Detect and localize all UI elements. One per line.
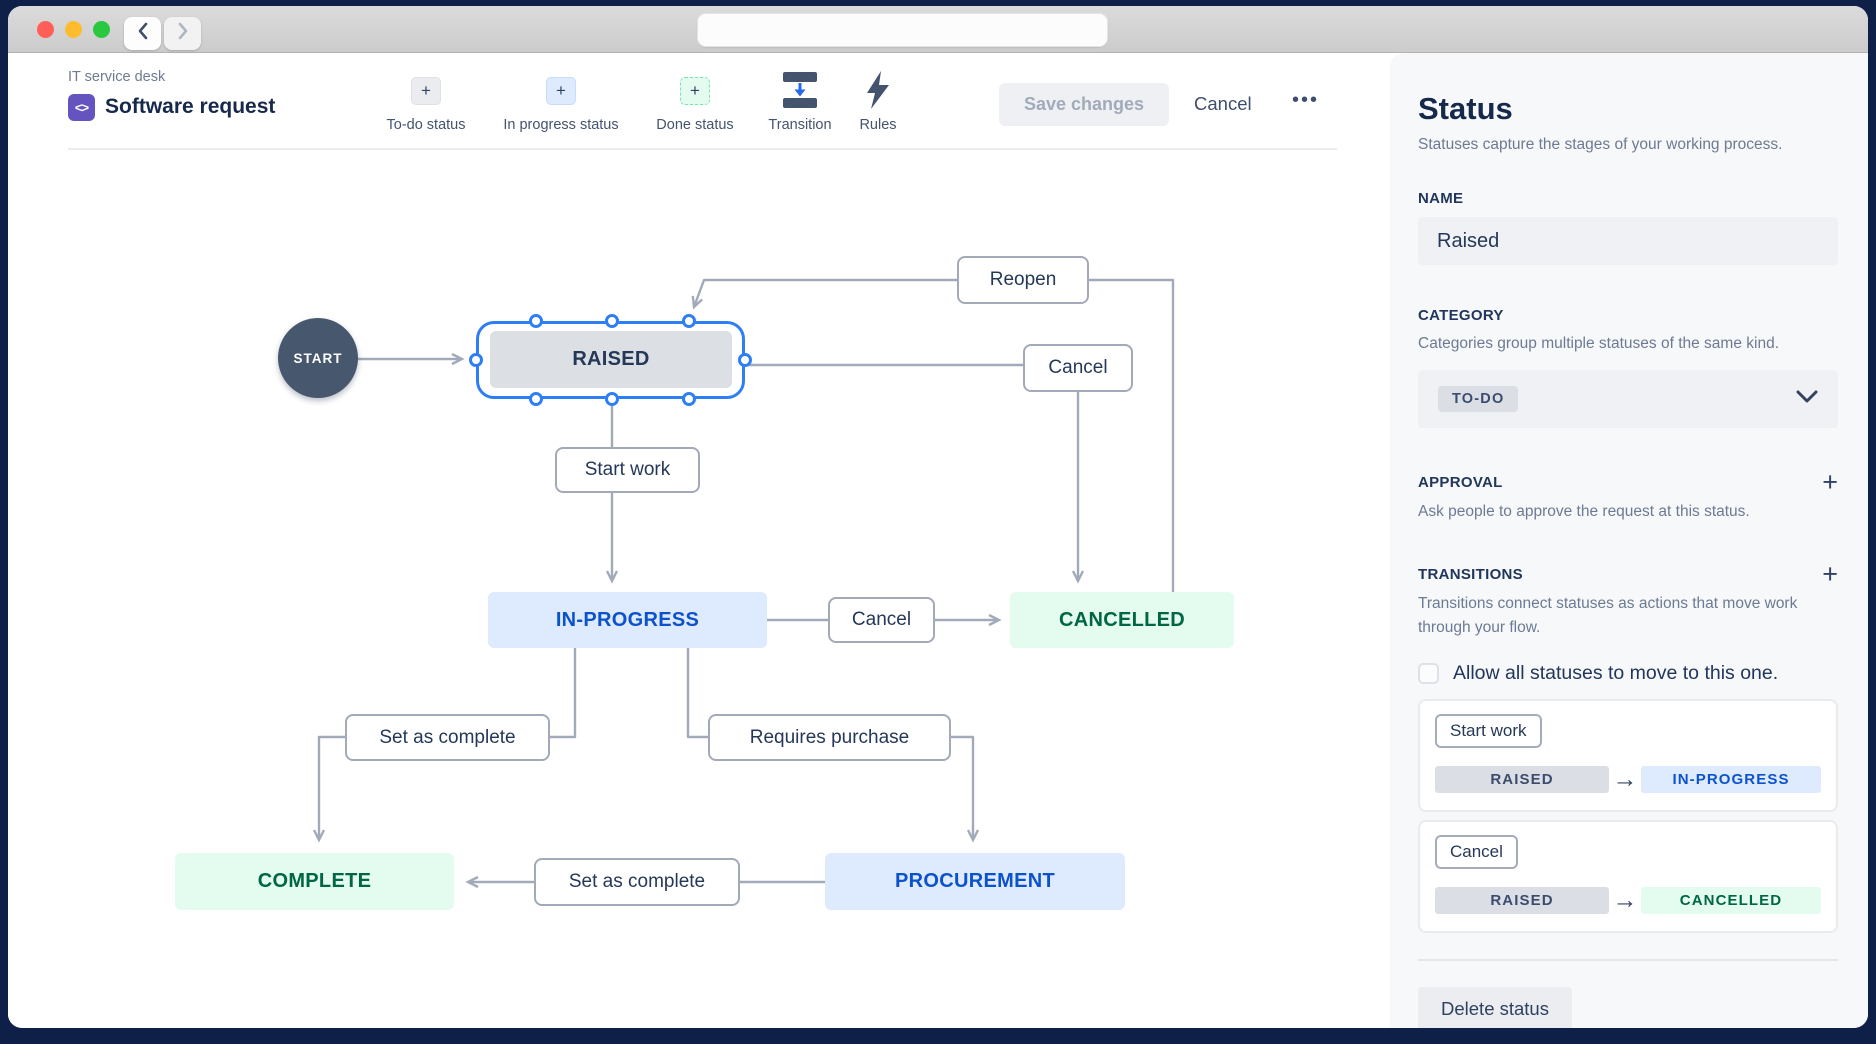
traffic-lights bbox=[37, 21, 110, 38]
close-window-button[interactable] bbox=[37, 21, 54, 38]
category-label: CATEGORY bbox=[1418, 307, 1504, 324]
transition-icon bbox=[782, 70, 818, 115]
category-description: Categories group multiple statuses of th… bbox=[1418, 335, 1779, 352]
from-status-chip: RAISED bbox=[1435, 766, 1609, 794]
panel-divider bbox=[1418, 959, 1838, 962]
add-inprogress-status-button[interactable]: + bbox=[546, 77, 576, 105]
add-todo-status-button[interactable]: + bbox=[411, 77, 441, 105]
category-value-chip: TO-DO bbox=[1438, 386, 1519, 413]
delete-status-button[interactable]: Delete status bbox=[1418, 987, 1572, 1028]
more-options-button[interactable]: ••• bbox=[1292, 89, 1320, 111]
selection-handle-top-right[interactable] bbox=[682, 314, 696, 328]
arrow-right-icon: → bbox=[1612, 886, 1638, 915]
selection-handle-bottom-left[interactable] bbox=[529, 392, 543, 406]
rules-tool-label: Rules bbox=[859, 117, 897, 133]
transition-card-start-work[interactable]: Start work RAISED → IN-PROGRESS bbox=[1418, 699, 1838, 813]
name-label: NAME bbox=[1418, 190, 1464, 207]
transitions-description: Transitions connect statuses as actions … bbox=[1418, 595, 1798, 637]
app-area: IT service desk <> Software request + To… bbox=[8, 53, 1868, 1028]
status-node-cancelled[interactable]: CANCELLED bbox=[1010, 592, 1234, 648]
transition-card-cancel[interactable]: Cancel RAISED → CANCELLED bbox=[1418, 820, 1838, 934]
minimize-window-button[interactable] bbox=[65, 21, 82, 38]
add-done-status-button[interactable]: + bbox=[680, 77, 710, 105]
from-status-chip: RAISED bbox=[1435, 887, 1609, 915]
transition-name-chip: Start work bbox=[1435, 714, 1542, 749]
transition-tool-label: Transition bbox=[768, 117, 832, 133]
arrow-right-icon: → bbox=[1612, 765, 1638, 794]
selection-handle-top-center[interactable] bbox=[605, 314, 619, 328]
transition-label-cancel-mid[interactable]: Cancel bbox=[828, 597, 935, 643]
selection-handle-bottom-center[interactable] bbox=[605, 392, 619, 406]
selection-handle-top-left[interactable] bbox=[529, 314, 543, 328]
transition-label-set-as-complete-bottom[interactable]: Set as complete bbox=[534, 858, 740, 906]
browser-window: IT service desk <> Software request + To… bbox=[8, 6, 1868, 1028]
category-dropdown[interactable]: TO-DO bbox=[1418, 370, 1838, 429]
to-status-chip: IN-PROGRESS bbox=[1641, 766, 1821, 794]
add-approval-button[interactable]: + bbox=[1822, 467, 1838, 498]
zoom-window-button[interactable] bbox=[93, 21, 110, 38]
transition-tool-button[interactable] bbox=[781, 71, 819, 111]
selection-handle-left[interactable] bbox=[469, 353, 483, 367]
add-done-status-label: Done status bbox=[656, 117, 734, 133]
selection-handle-right[interactable] bbox=[738, 353, 752, 367]
workflow-icon: <> bbox=[68, 94, 95, 121]
toolbar-divider bbox=[68, 148, 1337, 150]
approval-label: APPROVAL bbox=[1418, 473, 1503, 491]
breadcrumb: IT service desk bbox=[68, 69, 166, 85]
status-node-procurement[interactable]: PROCUREMENT bbox=[825, 853, 1125, 910]
approval-description: Ask people to approve the request at thi… bbox=[1418, 503, 1750, 521]
forward-button[interactable] bbox=[164, 17, 201, 50]
status-node-raised[interactable]: RAISED bbox=[490, 331, 732, 388]
chevron-down-icon bbox=[1796, 390, 1818, 408]
allow-all-statuses-label: Allow all statuses to move to this one. bbox=[1453, 662, 1779, 685]
transition-name-chip: Cancel bbox=[1435, 835, 1518, 870]
transition-label-reopen[interactable]: Reopen bbox=[957, 256, 1089, 304]
transition-label-set-as-complete-left[interactable]: Set as complete bbox=[345, 714, 550, 761]
address-bar[interactable] bbox=[697, 13, 1108, 47]
cancel-button[interactable]: Cancel bbox=[1194, 93, 1252, 114]
selection-handle-bottom-right[interactable] bbox=[682, 392, 696, 406]
panel-subtitle: Statuses capture the stages of your work… bbox=[1418, 136, 1783, 153]
chevron-right-icon bbox=[176, 22, 190, 45]
lightning-bolt-icon bbox=[862, 70, 894, 115]
start-node[interactable]: START bbox=[278, 318, 358, 398]
to-status-chip: CANCELLED bbox=[1641, 887, 1821, 915]
panel-title: Status bbox=[1418, 91, 1513, 126]
add-inprogress-status-label: In progress status bbox=[503, 117, 619, 133]
status-node-complete[interactable]: COMPLETE bbox=[175, 853, 454, 910]
status-node-in-progress[interactable]: IN-PROGRESS bbox=[488, 592, 767, 648]
chevron-left-icon bbox=[136, 22, 150, 45]
status-panel: Status Statuses capture the stages of yo… bbox=[1390, 53, 1868, 1028]
status-name-input[interactable] bbox=[1418, 217, 1838, 265]
transition-label-cancel-top[interactable]: Cancel bbox=[1023, 344, 1133, 392]
save-changes-button[interactable]: Save changes bbox=[999, 83, 1169, 126]
transition-label-requires-purchase[interactable]: Requires purchase bbox=[708, 714, 951, 761]
rules-tool-button[interactable] bbox=[859, 70, 897, 111]
add-transition-button[interactable]: + bbox=[1822, 559, 1838, 590]
allow-all-statuses-checkbox[interactable] bbox=[1418, 663, 1439, 685]
add-todo-status-label: To-do status bbox=[386, 117, 466, 133]
transitions-label: TRANSITIONS bbox=[1418, 565, 1523, 583]
titlebar bbox=[8, 6, 1868, 53]
back-button[interactable] bbox=[124, 17, 161, 50]
transition-label-start-work[interactable]: Start work bbox=[555, 447, 700, 493]
workflow-canvas: IT service desk <> Software request + To… bbox=[8, 53, 1390, 1028]
page-title: Software request bbox=[105, 95, 276, 118]
